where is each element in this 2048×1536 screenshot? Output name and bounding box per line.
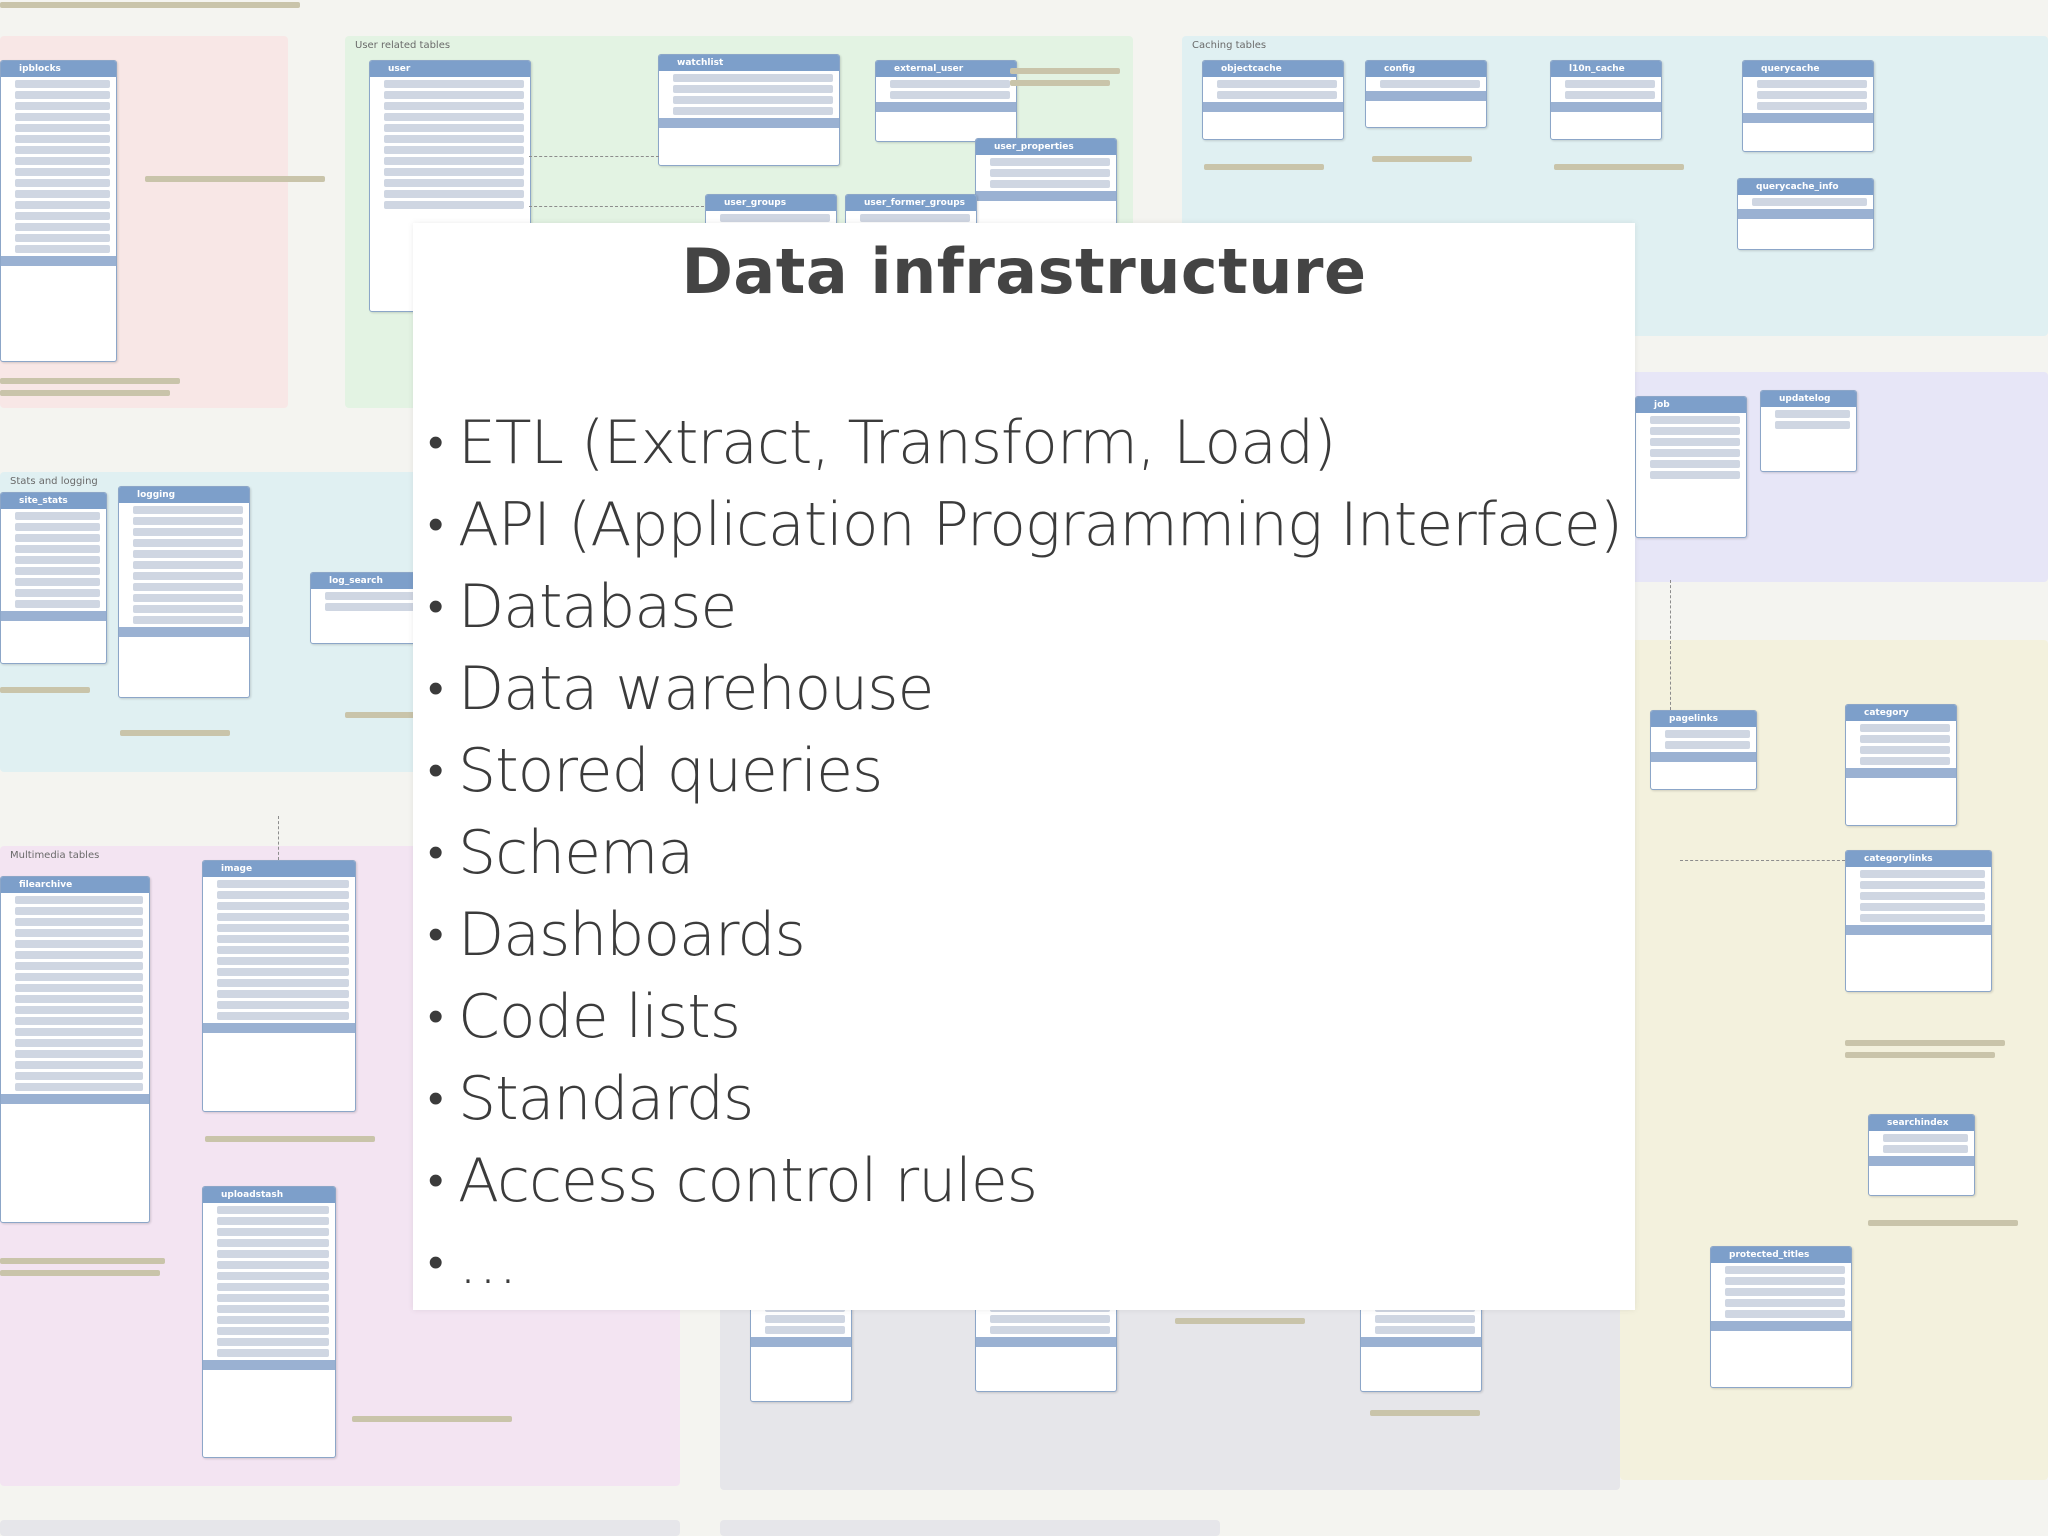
table-box: l10n_cache (1550, 60, 1662, 140)
table-box: protected_titles (1710, 1246, 1852, 1388)
table-header: user (370, 61, 530, 77)
bullet-dot: • (428, 1073, 443, 1124)
table-header: uploadstash (203, 1187, 335, 1203)
group-bottom-strip (0, 1520, 680, 1536)
table-box (750, 1300, 852, 1402)
table-header: job (1636, 397, 1746, 413)
bullet-item: •… (428, 1222, 1622, 1304)
table-header: ipblocks (1, 61, 116, 77)
table-box: external_user (875, 60, 1017, 142)
bullet-dot: • (428, 991, 443, 1042)
table-box: uploadstash (202, 1186, 336, 1458)
table-box: watchlist (658, 54, 840, 166)
table-header: pagelinks (1651, 711, 1756, 727)
table-box: pagelinks (1650, 710, 1757, 790)
table-box: job (1635, 396, 1747, 538)
bullet-dot: • (428, 417, 443, 468)
table-box: log_search (310, 572, 422, 644)
bullet-item: • Dashboards (428, 894, 1622, 976)
group-links: pagelinks category categorylinks searchi… (1620, 580, 2048, 1480)
group-title: Caching tables (1192, 40, 1267, 51)
slide-card (413, 223, 1635, 1310)
table-box: logging (118, 486, 250, 698)
bullet-dot: • (428, 827, 443, 878)
table-box: image (202, 860, 356, 1112)
diagram-header-note (0, 0, 340, 10)
table-header: category (1846, 705, 1956, 721)
table-header: user_groups (706, 195, 836, 211)
table-header: objectcache (1203, 61, 1343, 77)
bullet-text: Access control rules (458, 1146, 1038, 1216)
bullet-item: • Database (428, 566, 1622, 648)
table-header: config (1366, 61, 1486, 77)
bullet-dot: • (428, 499, 443, 550)
table-header: categorylinks (1846, 851, 1991, 867)
table-header: logging (119, 487, 249, 503)
group-revisions (720, 1300, 1620, 1490)
table-box (1360, 1300, 1482, 1392)
bullet-list: • ETL (Extract, Transform, Load) • API (Ap… (428, 402, 1623, 1304)
bullet-item: • Access control rules (428, 1140, 1622, 1222)
bullet-dot: • (428, 1237, 443, 1288)
bullet-text: ETL (Extract, Transform, Load) (458, 408, 1336, 478)
table-box: site_stats (0, 492, 107, 664)
table-box: ipblocks (0, 60, 117, 362)
table-header: external_user (876, 61, 1016, 77)
table-box: categorylinks (1845, 850, 1992, 992)
bullet-dot: • (428, 581, 443, 632)
bullet-item: • Standards (428, 1058, 1622, 1140)
table-header: querycache (1743, 61, 1873, 77)
table-box: filearchive (0, 876, 150, 1223)
table-header: user_properties (976, 139, 1116, 155)
bullet-item: • Code lists (428, 976, 1622, 1058)
group-stats-logging: Stats and logging site_stats logging log… (0, 472, 422, 772)
group-bottom-strip (720, 1520, 1220, 1536)
bullet-item: • Stored queries (428, 730, 1622, 812)
table-box: category (1845, 704, 1957, 826)
table-header: watchlist (659, 55, 839, 71)
bullet-text: Stored queries (458, 736, 883, 806)
group-ip-blocks: ipblocks (0, 36, 325, 408)
table-box: updatelog (1760, 390, 1857, 472)
bullet-text: Data warehouse (458, 654, 934, 724)
table-header: user_former_groups (846, 195, 976, 211)
table-header: site_stats (1, 493, 106, 509)
table-box: config (1365, 60, 1487, 128)
table-header: protected_titles (1711, 1247, 1851, 1263)
bullet-text: Standards (458, 1064, 754, 1134)
table-header: log_search (311, 573, 421, 589)
group-title: Stats and logging (10, 476, 98, 487)
bullet-text: Database (458, 572, 737, 642)
table-header: searchindex (1869, 1115, 1974, 1131)
table-header: image (203, 861, 355, 877)
bullet-item: • ETL (Extract, Transform, Load) (428, 402, 1622, 484)
table-header: updatelog (1761, 391, 1856, 407)
table-header: l10n_cache (1551, 61, 1661, 77)
group-title: User related tables (355, 40, 451, 51)
group-title: Multimedia tables (10, 850, 100, 861)
bullet-item: • API (Application Programming Interface) (428, 484, 1623, 566)
bullet-text: Code lists (458, 982, 741, 1052)
bullet-text: … (458, 1228, 518, 1298)
bullet-dot: • (428, 1155, 443, 1206)
table-header: filearchive (1, 877, 149, 893)
bullet-dot: • (428, 663, 443, 714)
table-box: querycache_info (1737, 178, 1874, 250)
table-box (975, 1300, 1117, 1392)
bullet-text: API (Application Programming Interface) (458, 490, 1623, 560)
bullet-text: Schema (458, 818, 694, 888)
bullet-dot: • (428, 745, 443, 796)
bullet-item: • Schema (428, 812, 1622, 894)
bullet-dot: • (428, 909, 443, 960)
group-jobs: job updatelog (1620, 372, 2048, 582)
bullet-item: • Data warehouse (428, 648, 1622, 730)
bullet-text: Dashboards (458, 900, 806, 970)
table-header: querycache_info (1738, 179, 1873, 195)
table-box: searchindex (1868, 1114, 1975, 1196)
table-box: objectcache (1202, 60, 1344, 140)
table-box: querycache (1742, 60, 1874, 152)
slide-title: Data infrastructure (681, 235, 1367, 308)
